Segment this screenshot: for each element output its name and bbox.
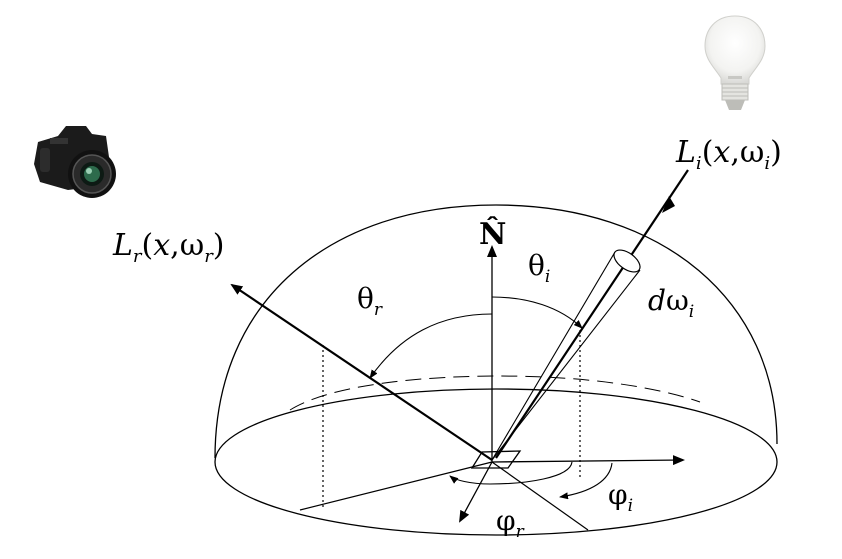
projection-line-right — [491, 461, 589, 531]
horizontal-axis — [491, 455, 685, 466]
dashed-latitude-arc — [289, 375, 701, 411]
reflected-radiance-label: Lr(x,ωr) — [112, 228, 225, 267]
reflected-ray — [230, 283, 493, 461]
projection-line-left — [299, 461, 493, 511]
normal-label: N̂ — [479, 217, 506, 252]
incident-radiance-label: Li(x,ωi) — [675, 135, 782, 174]
cone-edge-left — [491, 251, 616, 461]
camera-icon — [34, 126, 116, 198]
theta-r-label: θr — [357, 282, 383, 320]
cone-cap — [613, 249, 641, 273]
theta-i-arc — [491, 296, 583, 329]
incident-arrowhead — [662, 196, 675, 213]
forward-axis — [459, 461, 493, 523]
cone-edge-right — [491, 269, 641, 461]
surface-patch — [470, 450, 522, 469]
theta-r-arc — [369, 313, 493, 379]
d-omega-i-label: dωi — [648, 284, 694, 322]
incident-ray — [495, 169, 689, 459]
base-ellipse — [214, 388, 778, 536]
phi-i-arc — [559, 462, 613, 500]
phi-r-label: φr — [496, 504, 525, 542]
phi-i-label: φi — [608, 478, 633, 516]
hemisphere-dome — [214, 204, 778, 459]
theta-i-label: θi — [528, 249, 550, 287]
phi-r-arc — [449, 461, 573, 485]
light-bulb-icon — [704, 15, 766, 110]
